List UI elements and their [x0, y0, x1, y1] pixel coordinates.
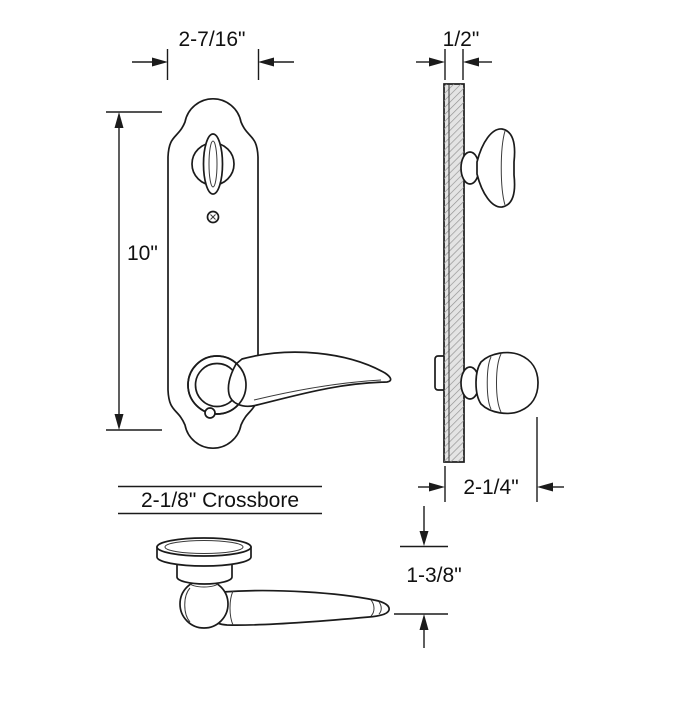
set-screw [204, 407, 216, 419]
plate-edge [443, 83, 465, 463]
lever-thickness-label: 1-3/8" [406, 564, 461, 587]
dim-crossbore-label: 2-1/8" Crossbore [118, 485, 322, 515]
rose-base [156, 537, 252, 567]
neck-ring [189, 582, 219, 588]
dim-lever-thickness: 1-3/8" [394, 506, 462, 648]
dim-side-thickness: 1/2" [416, 28, 492, 80]
front-view [167, 97, 392, 450]
lever-grip [206, 589, 390, 626]
thumbturn [191, 133, 235, 195]
dim-front-height: 10" [106, 111, 162, 431]
crossbore-label: 2-1/8" Crossbore [141, 489, 299, 512]
front-width-label: 2-7/16" [179, 28, 246, 51]
lever-knob-side [460, 351, 539, 415]
side-view [434, 83, 539, 463]
side-depth-label: 2-1/4" [463, 476, 518, 499]
mounting-screw [206, 210, 220, 224]
side-thickness-label: 1/2" [443, 28, 480, 51]
dim-side-depth: 2-1/4" [418, 417, 564, 502]
dim-front-width: 2-7/16" [132, 28, 294, 80]
bottom-view [156, 537, 390, 629]
thumbturn-side [460, 128, 516, 208]
front-height-label: 10" [127, 242, 158, 265]
lever-handle [187, 351, 392, 415]
